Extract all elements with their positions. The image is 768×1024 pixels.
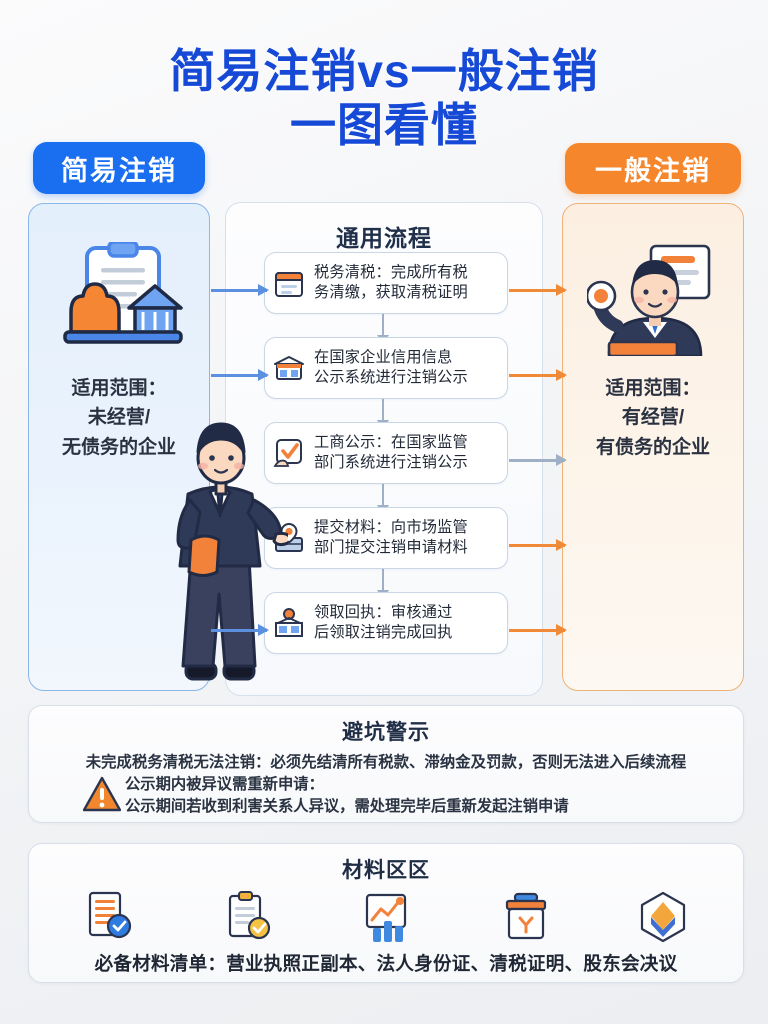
businessman-pointing-figure — [176, 422, 288, 681]
flow-step-4[interactable]: 提交材料：向市场监管 部门提交注销申请材料 — [264, 507, 508, 569]
right-scope-line-1: 适用范围： — [605, 378, 701, 399]
materials-title: 材料区区 — [342, 859, 430, 882]
flow-step-2-text: 在国家企业信用信息 公示系统进行注销公示 — [314, 348, 468, 388]
left-connector-arrow-1 — [211, 284, 269, 295]
left-connector-arrow-3 — [211, 624, 269, 635]
flow-step-1-line-2: 务清缴，获取清税证明 — [314, 284, 468, 301]
right-connector-arrow-3 — [509, 539, 567, 550]
flow-step-5-line-2: 后领取注销完成回执 — [314, 624, 453, 641]
flow-connector-2 — [377, 399, 389, 429]
flow-step-3-line-1: 工商公示：在国家监管 — [314, 433, 468, 451]
flow-step-5[interactable]: 领取回执：审核通过 后领取注销完成回执 — [264, 592, 508, 654]
flow-step-5-text: 领取回执：审核通过 后领取注销完成回执 — [314, 603, 453, 643]
right-connector-arrow-1 — [509, 284, 567, 295]
resolution-diamond-icon — [637, 890, 695, 946]
checkbox-approve-icon — [273, 439, 302, 467]
id-document-icon — [219, 890, 277, 946]
badge-simple-deregistration: 简易注销 — [33, 142, 205, 194]
flow-step-1-text: 税务清税：完成所有税 务清缴，获取清税证明 — [314, 263, 468, 303]
right-scope-line-2: 有经营/ — [621, 407, 685, 429]
archive-box-icon — [498, 890, 556, 946]
clipboard-bank-stamp-icon — [63, 242, 183, 344]
flow-step-4-line-1: 提交材料：向市场监管 — [314, 518, 468, 536]
flow-step-1-line-1: 税务清税：完成所有税 — [314, 263, 468, 281]
badge-general-deregistration: 一般注销 — [565, 143, 741, 194]
flow-step-2[interactable]: 在国家企业信用信息 公示系统进行注销公示 — [264, 337, 508, 399]
business-license-icon — [79, 890, 137, 946]
flow-connector-3 — [377, 484, 389, 514]
right-connector-arrow-center — [509, 454, 567, 465]
title-line-1: 简易注销vs一般注销 — [169, 45, 599, 97]
flow-step-4-text: 提交材料：向市场监管 部门提交注销申请材料 — [314, 518, 468, 558]
warning-line-2: 公示期内被异议需重新申请： — [125, 776, 324, 793]
left-connector-arrow-2 — [211, 369, 269, 380]
flow-step-2-line-1: 在国家企业信用信息 — [314, 348, 453, 366]
receipt-pickup-icon — [275, 608, 303, 637]
right-panel: 适用范围： 有经营/ 有债务的企业 — [562, 203, 744, 691]
flow-step-1[interactable]: 税务清税：完成所有税 务清缴，获取清税证明 — [264, 252, 508, 314]
page-title: 简易注销vs一般注销 一图看懂 — [0, 44, 768, 153]
tax-clearance-chart-icon — [358, 890, 416, 946]
flow-step-2-line-2: 公示系统进行注销公示 — [314, 369, 468, 386]
left-panel-scope: 适用范围： 未经营/ 无债务的企业 — [29, 374, 209, 462]
right-connector-arrow-2 — [509, 369, 567, 380]
right-panel-scope: 适用范围： 有经营/ 有债务的企业 — [563, 374, 743, 462]
materials-list-text: 必备材料清单：营业执照正副本、法人身份证、清税证明、股东会决议 — [94, 953, 678, 974]
tax-document-icon — [275, 272, 303, 297]
flow-step-4-line-2: 部门提交注销申请材料 — [314, 539, 468, 556]
center-flow-panel: 通用流程 税务清税：完成所有税 务清缴，获取清税证明 — [225, 202, 543, 696]
left-panel: 适用范围： 未经营/ 无债务的企业 — [28, 203, 210, 691]
flow-step-3-line-2: 部门系统进行注销公示 — [314, 454, 468, 471]
flow-connector-4 — [377, 569, 389, 599]
left-scope-line-3: 无债务的企业 — [61, 436, 176, 458]
title-line-2: 一图看懂 — [290, 99, 478, 152]
warning-line-3: 公示期间若收到利害关系人异议，需处理完毕后重新发起注销申请 — [125, 797, 569, 815]
materials-section: 材料区区 — [28, 843, 744, 983]
businessman-with-stamp-figure — [587, 244, 711, 356]
flow-connector-1 — [377, 314, 389, 344]
left-scope-line-2: 未经营/ — [87, 407, 151, 429]
flow-step-3-text: 工商公示：在国家监管 部门系统进行注销公示 — [314, 433, 468, 473]
flow-step-5-line-1: 领取回执：审核通过 — [314, 603, 453, 621]
warning-section: 避坑警示 未完成税务清税无法注销：必须先结清所有税款、滞纳金及罚款，否则无法进入… — [28, 705, 744, 823]
warning-triangle-icon — [83, 776, 121, 812]
government-building-icon — [274, 356, 304, 380]
materials-icon-row — [79, 890, 695, 946]
left-scope-line-1: 适用范围： — [71, 378, 167, 399]
right-connector-arrow-4 — [509, 624, 567, 635]
flow-title: 通用流程 — [336, 225, 432, 251]
warning-title: 避坑警示 — [342, 721, 430, 744]
right-scope-line-3: 有债务的企业 — [595, 436, 710, 458]
flow-step-3[interactable]: 工商公示：在国家监管 部门系统进行注销公示 — [264, 422, 508, 484]
warning-text-block: 公示期内被异议需重新申请： 公示期间若收到利害关系人异议，需处理完毕后重新发起注… — [125, 774, 725, 817]
warning-line-1: 未完成税务清税无法注销：必须先结清所有税款、滞纳金及罚款，否则无法进入后续流程 — [85, 754, 687, 771]
